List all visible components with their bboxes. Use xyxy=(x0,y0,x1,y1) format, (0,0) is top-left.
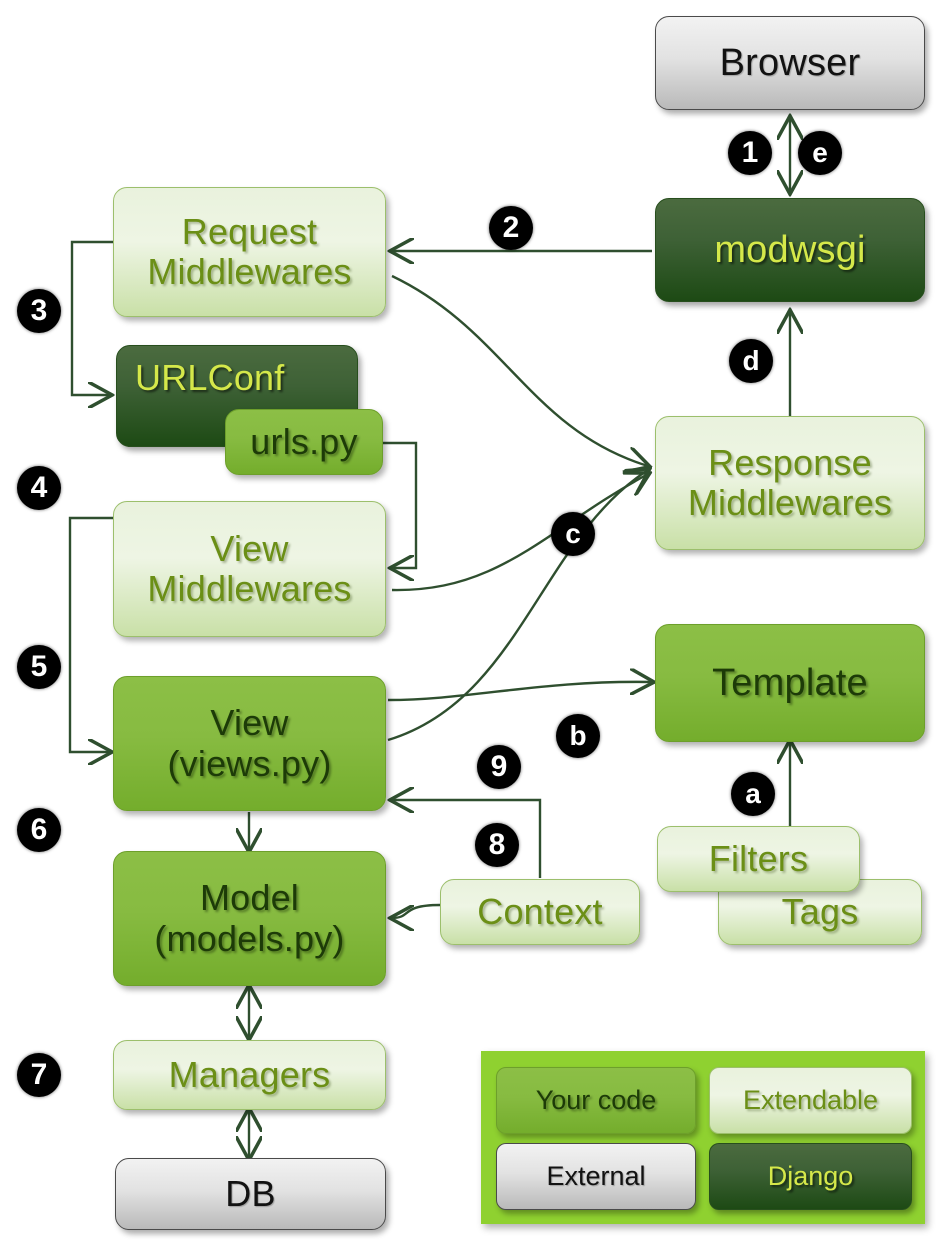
node-view-middlewares[interactable]: View Middlewares xyxy=(113,501,386,637)
legend-item-extendable: Extendable xyxy=(709,1067,912,1134)
node-model[interactable]: Model (models.py) xyxy=(113,851,386,986)
node-response-middlewares[interactable]: Response Middlewares xyxy=(655,416,925,550)
legend-item-external: External xyxy=(496,1143,696,1210)
marker-1: 1 xyxy=(728,131,772,175)
node-urls-py[interactable]: urls.py xyxy=(225,409,383,475)
legend-item-django: Django xyxy=(709,1143,912,1210)
marker-9: 9 xyxy=(477,745,521,789)
node-context[interactable]: Context xyxy=(440,879,640,945)
node-modwsgi[interactable]: modwsgi xyxy=(655,198,925,302)
node-filters[interactable]: Filters xyxy=(657,826,860,892)
node-db[interactable]: DB xyxy=(115,1158,386,1230)
node-request-middlewares[interactable]: Request Middlewares xyxy=(113,187,386,317)
marker-6: 6 xyxy=(17,808,61,852)
marker-a: a xyxy=(731,772,775,816)
marker-e: e xyxy=(798,131,842,175)
marker-3: 3 xyxy=(17,289,61,333)
marker-5: 5 xyxy=(17,645,61,689)
marker-b: b xyxy=(556,714,600,758)
node-template[interactable]: Template xyxy=(655,624,925,742)
node-managers[interactable]: Managers xyxy=(113,1040,386,1110)
legend-item-your-code: Your code xyxy=(496,1067,696,1134)
marker-4: 4 xyxy=(17,466,61,510)
marker-c: c xyxy=(551,512,595,556)
node-browser[interactable]: Browser xyxy=(655,16,925,110)
node-view[interactable]: View (views.py) xyxy=(113,676,386,811)
legend: Your code Extendable External Django xyxy=(481,1051,925,1224)
marker-8: 8 xyxy=(475,823,519,867)
marker-d: d xyxy=(729,339,773,383)
marker-7: 7 xyxy=(17,1053,61,1097)
marker-2: 2 xyxy=(489,206,533,250)
